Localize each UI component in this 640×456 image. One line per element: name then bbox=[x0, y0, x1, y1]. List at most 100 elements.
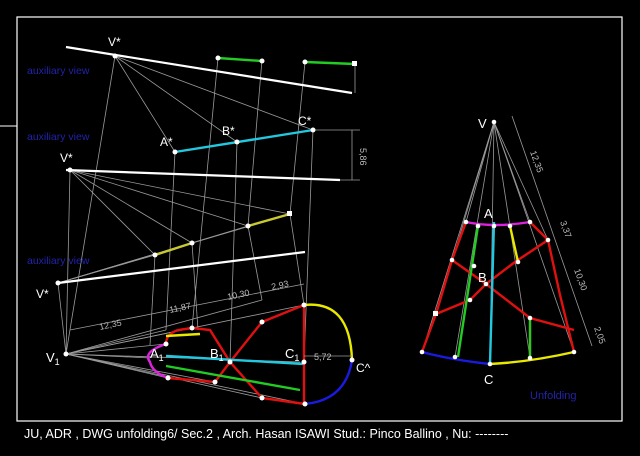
projection bbox=[289, 213, 305, 306]
ray bbox=[493, 121, 531, 223]
unf-dim-337: 3,37 bbox=[558, 219, 573, 239]
auxiliary-colored-segments bbox=[154, 56, 356, 257]
label-astar: A* bbox=[160, 135, 173, 149]
node-v1 bbox=[63, 351, 69, 357]
b1-sub: 1 bbox=[219, 353, 224, 363]
node bbox=[487, 361, 493, 367]
projection bbox=[247, 59, 263, 227]
yellow-arc bbox=[303, 303, 354, 361]
v1-main: V bbox=[46, 350, 55, 365]
projection bbox=[191, 242, 199, 331]
green-base bbox=[165, 364, 301, 392]
aux-view-label-3: auxiliary view bbox=[27, 255, 90, 267]
node bbox=[463, 219, 469, 225]
projection bbox=[303, 129, 314, 363]
ray bbox=[69, 169, 156, 256]
unf-label-v: V bbox=[478, 116, 487, 131]
node bbox=[301, 302, 307, 308]
node bbox=[491, 223, 497, 229]
c1-sub: 1 bbox=[294, 353, 299, 363]
green-segment-top-2 bbox=[304, 60, 356, 66]
aux-line-low bbox=[57, 250, 306, 285]
node-square bbox=[287, 211, 292, 216]
node bbox=[452, 354, 458, 360]
ray bbox=[69, 169, 249, 227]
ray bbox=[114, 55, 176, 153]
dim-1030: 10,30 bbox=[226, 287, 250, 301]
projection bbox=[149, 254, 156, 346]
node bbox=[189, 240, 195, 246]
ray bbox=[65, 353, 151, 359]
projection-lines bbox=[149, 57, 360, 363]
node bbox=[527, 315, 533, 321]
aux-view-label-1: auxiliary view bbox=[27, 65, 90, 77]
node-vstar-mid bbox=[67, 167, 73, 173]
projection bbox=[191, 57, 219, 329]
unf-dim-1030: 10,30 bbox=[572, 267, 589, 292]
unfolding-shape bbox=[420, 220, 576, 366]
label-vstar-mid: V* bbox=[60, 151, 73, 165]
red-cross-1 bbox=[451, 259, 575, 332]
label-v1: V1 bbox=[46, 350, 60, 367]
olive-segment-2 bbox=[247, 212, 291, 228]
label-vstar-low: V* bbox=[36, 287, 49, 301]
node bbox=[227, 359, 233, 365]
node-vstar-low bbox=[55, 280, 61, 286]
aux-view-label-2: auxiliary view bbox=[27, 131, 90, 143]
node bbox=[189, 325, 195, 331]
node bbox=[165, 375, 171, 381]
subscript-labels: V1 A1 B1 C1 bbox=[46, 346, 299, 367]
node bbox=[449, 257, 455, 263]
footer-text: JU, ADR , DWG unfolding6/ Sec.2 , Arch. … bbox=[24, 427, 508, 441]
ray bbox=[114, 55, 238, 143]
node-bstar bbox=[234, 139, 240, 145]
node bbox=[301, 359, 307, 365]
dimension-586: 5,86 bbox=[351, 130, 368, 180]
blue-arc bbox=[304, 359, 354, 406]
ray bbox=[65, 343, 167, 355]
unf-dim-205: 2,05 bbox=[592, 325, 607, 345]
auxiliary-captions: auxiliary view auxiliary view auxiliary … bbox=[27, 65, 90, 267]
ray bbox=[114, 55, 314, 131]
cyan-segment bbox=[174, 128, 314, 154]
node bbox=[471, 263, 477, 269]
label-c-caret: C^ bbox=[356, 361, 371, 375]
red-right-side bbox=[529, 221, 576, 353]
node bbox=[215, 55, 221, 61]
red-left-side bbox=[420, 221, 468, 353]
label-a1: A1 bbox=[150, 346, 164, 363]
auxiliary-lines bbox=[57, 45, 353, 285]
node bbox=[467, 297, 473, 303]
label-vstar-top: V* bbox=[108, 35, 121, 49]
green-segment-top bbox=[217, 56, 263, 63]
node-vstar-top bbox=[112, 53, 118, 59]
aux-line-top bbox=[65, 45, 353, 95]
base-dimension-texts: 12,35 11,87 10,30 2,93 5,72 bbox=[98, 279, 331, 362]
construction-rays bbox=[57, 55, 306, 405]
node bbox=[545, 237, 551, 243]
ray bbox=[57, 282, 67, 355]
c1-main: C bbox=[285, 346, 294, 361]
label-c1: C1 bbox=[285, 346, 299, 363]
ray bbox=[69, 169, 193, 244]
node bbox=[302, 59, 308, 65]
node bbox=[212, 379, 218, 385]
olive-segment-1 bbox=[154, 241, 193, 257]
drawing-frame bbox=[0, 16, 623, 422]
node-v bbox=[491, 119, 497, 125]
dim-1235: 12,35 bbox=[98, 317, 122, 331]
ray bbox=[65, 299, 263, 355]
ray bbox=[65, 329, 167, 355]
cyan-base bbox=[165, 354, 305, 366]
label-cstar: C* bbox=[298, 114, 312, 128]
node bbox=[507, 223, 513, 229]
node-square bbox=[433, 311, 438, 316]
unfolding-labels: V A B C bbox=[478, 116, 493, 387]
ray bbox=[65, 353, 216, 383]
green-left bbox=[456, 225, 480, 358]
node bbox=[515, 259, 521, 265]
projection bbox=[229, 141, 238, 363]
node-astar bbox=[172, 149, 178, 155]
node bbox=[571, 349, 577, 355]
